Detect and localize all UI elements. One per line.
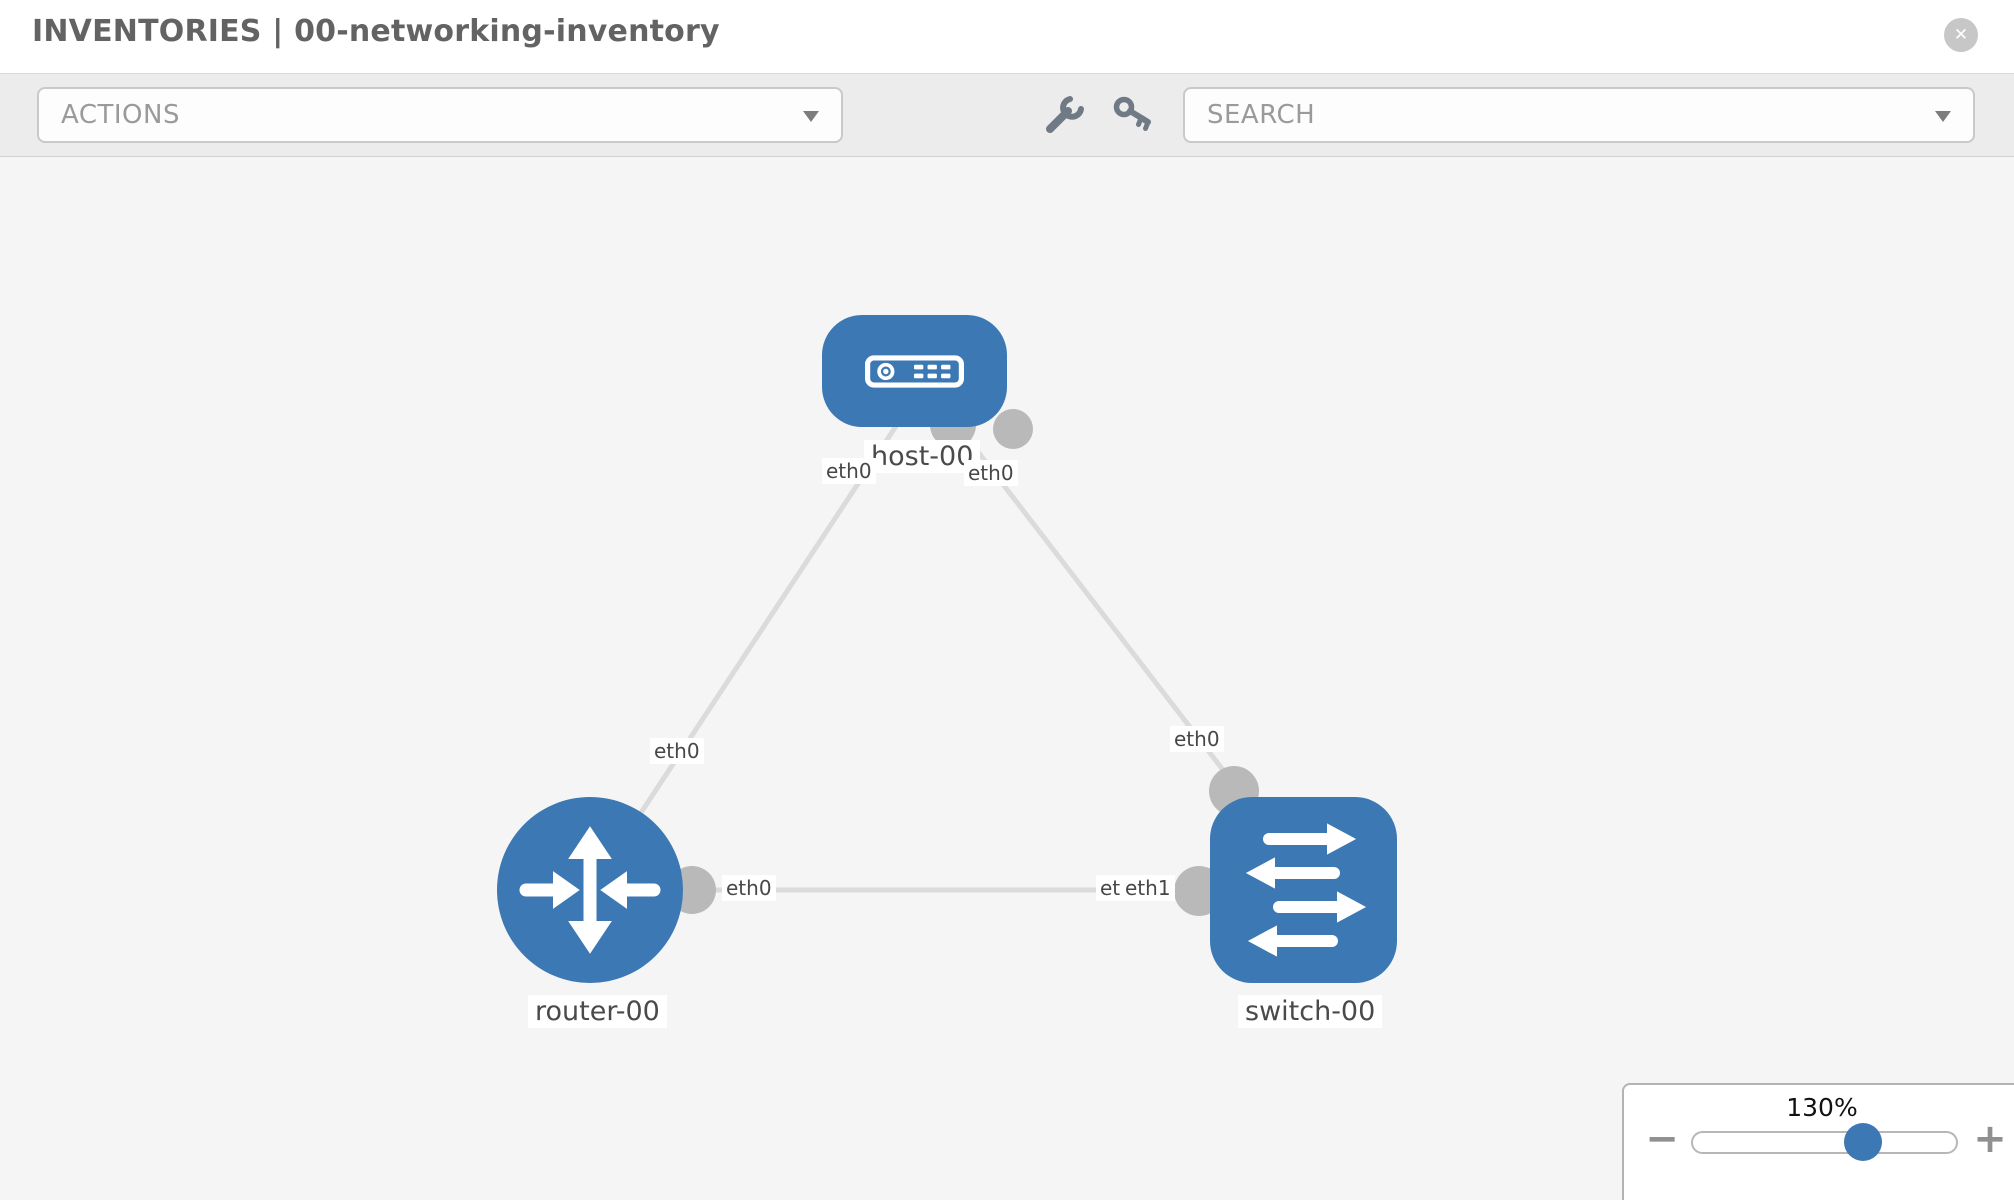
iface-label-router-to-host: eth0 [650,738,704,764]
node-switch-00[interactable] [1210,797,1397,983]
search-dropdown[interactable]: SEARCH [1183,87,1975,143]
key-icon [1113,96,1151,131]
node-label-router: router-00 [528,995,667,1028]
node-router-00[interactable] [497,797,683,983]
node-host-00[interactable] [822,315,1007,427]
wrench-icon [1046,96,1084,133]
zoom-level-value: 130% [1786,1093,1858,1122]
header-bar: INVENTORIES | 00-networking-inventory ✕ [0,0,2014,73]
minus-icon: − [1645,1116,1679,1162]
host-icon [865,354,964,388]
close-icon: ✕ [1953,25,1969,45]
switch-icon [1245,823,1366,957]
plus-icon: + [1973,1116,2007,1162]
toolbar: ACTIONS SEARCH [0,73,2014,157]
zoom-slider-handle[interactable] [1844,1123,1882,1161]
zoom-in-button[interactable]: + [1970,1117,2010,1161]
iface-label-host-to-router: eth0 [822,458,876,484]
zoom-control-panel: 130% − + [1622,1083,2014,1200]
zoom-slider-track[interactable] [1691,1131,1958,1154]
credentials-button[interactable] [1112,95,1154,137]
node-label-host: host-00 [864,440,981,473]
iface-label-host-to-switch: eth0 [964,460,1018,486]
connector-host-eth0b [993,409,1033,449]
link-host-router [587,418,903,892]
chevron-down-icon [1935,111,1951,122]
chevron-down-icon [803,111,819,122]
page-title: INVENTORIES | 00-networking-inventory [32,14,720,49]
iface-label-switch-to-host: eth0 [1170,726,1224,752]
topology-links-layer [587,402,1300,916]
actions-dropdown-label: ACTIONS [61,100,180,130]
close-button[interactable]: ✕ [1944,18,1978,52]
router-icon [519,826,661,954]
configure-button[interactable] [1042,95,1084,137]
zoom-out-button[interactable]: − [1642,1117,1682,1161]
iface-label-router-to-switch: eth0 [722,875,776,901]
node-label-switch: switch-00 [1238,995,1383,1028]
search-dropdown-label: SEARCH [1207,100,1316,130]
iface-label-switch-to-router: eth1 [1121,875,1175,901]
topology-canvas[interactable]: host-00 router-00 switch-00 eth0 eth0 et… [0,157,2014,1200]
actions-dropdown[interactable]: ACTIONS [37,87,843,143]
